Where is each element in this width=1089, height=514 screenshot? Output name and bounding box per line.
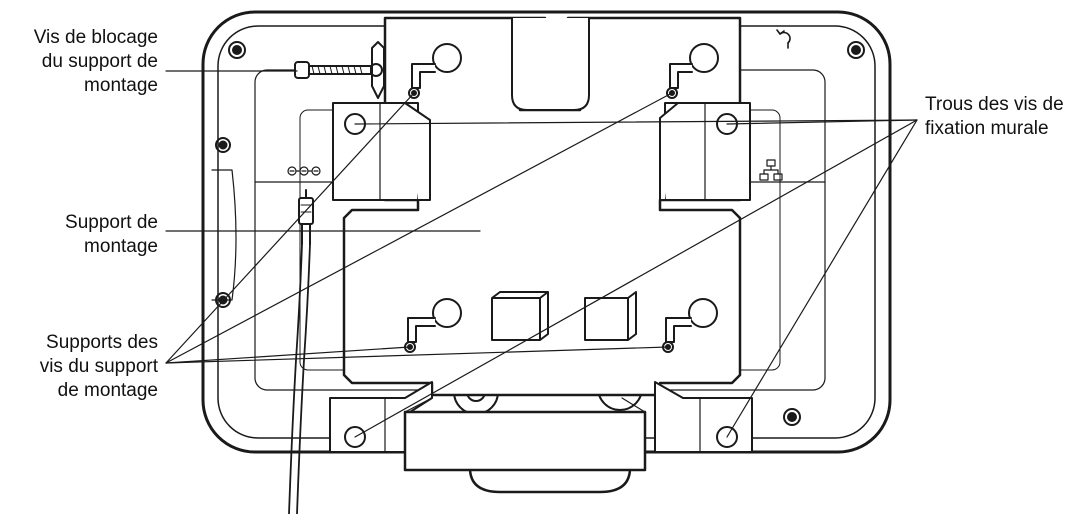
bracket-lip-edge [404,397,433,413]
label-locking-screw: Vis de blocage du support de montage [34,26,158,98]
leader-wall-hole-2 [726,119,918,125]
label-line: montage [84,75,158,96]
device-corner-screw [215,137,231,153]
keyhole-screw-support [408,43,462,99]
bracket-wing-right [664,102,751,201]
device-side-notch [211,169,237,301]
label-mounting-bracket: Support de montage [65,211,158,259]
device-corner-screw [215,292,231,308]
label-line: fixation murale [925,118,1049,139]
bracket-wing-flange [659,102,679,201]
label-screw-supports: Supports des vis du support de montage [40,331,158,403]
wall-mount-hole [716,426,738,448]
bracket-center-tab [491,291,549,341]
bracket-wing-flange [404,102,431,201]
leader-screw-support-4 [165,346,669,364]
leader-wall-hole-3 [354,119,918,438]
label-line: du support de [41,51,158,72]
leader-wall-hole-4 [726,119,918,438]
label-line: Support de [65,212,158,233]
label-line: Supports des [46,332,158,353]
keyhole-screw-support [662,298,718,353]
rotate-arrow-icon [776,29,791,49]
label-line: Vis de blocage [33,27,158,48]
locking-screw [294,41,385,99]
bracket-bottom-wing-right [654,381,753,453]
label-line: montage [84,236,158,257]
device-corner-screw [847,41,865,59]
leader-screw-support-1 [165,92,415,364]
label-wall-mount-holes: Trous des vis de fixation murale [925,93,1064,141]
label-line: Trous des vis de [925,94,1064,115]
label-line: de montage [57,380,158,401]
device-handle [468,466,632,494]
bracket-bottom-lip [403,410,647,472]
ethernet-port-icon [759,159,783,181]
leader-lines [165,70,918,438]
leader-screw-support-2 [165,92,673,364]
bracket-lip-edge [621,397,646,413]
bracket-wing-left [332,102,419,201]
label-line: vis du support [39,356,158,377]
bracket-top-slot [511,17,590,111]
keyhole-screw-support [666,43,719,99]
bracket-center-tab [584,291,637,341]
wall-mount-hole [344,426,366,448]
leader-wall-hole-1 [354,119,918,125]
leader-screw-support-3 [165,346,411,364]
device-corner-screw [228,41,246,59]
device-corner-screw [783,408,801,426]
power-connector-icon [287,166,321,176]
